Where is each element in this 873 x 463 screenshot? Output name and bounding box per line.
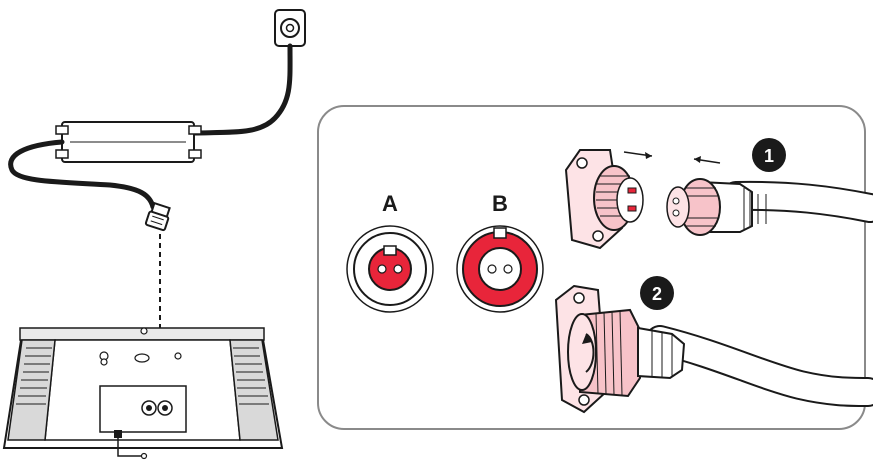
step-2-badge: 2 [640,276,674,310]
cable-plug-icon [144,201,171,232]
step-1-badge: 1 [752,138,786,172]
base-unit [2,327,284,460]
wall-socket-icon [274,9,306,47]
step-2-number: 2 [652,284,662,304]
connector-b: B [456,191,544,313]
power-cable [192,43,293,136]
connector-b-label: B [492,191,508,216]
step-2-illustration [554,284,873,414]
step-1-illustration [564,149,873,250]
step-1-number: 1 [764,146,774,166]
low-voltage-cable [8,139,156,210]
connector-a: A [346,191,434,313]
connector-a-label: A [382,191,398,216]
power-adapter [55,121,202,163]
